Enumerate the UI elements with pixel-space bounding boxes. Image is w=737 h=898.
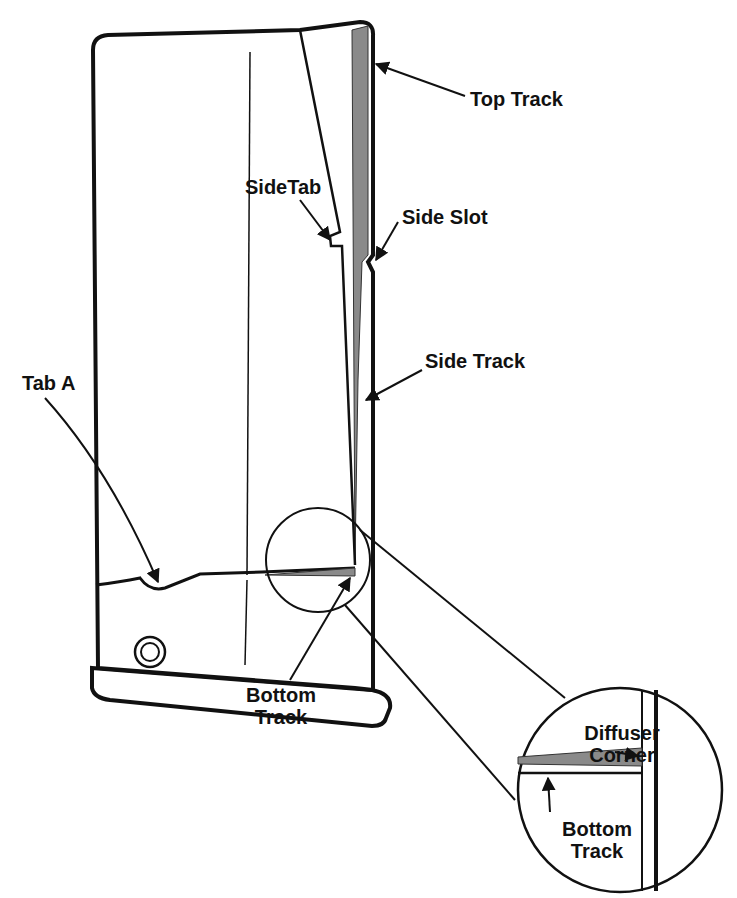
part-label: SideTab <box>245 176 355 198</box>
part-label: Bottom Track <box>236 684 326 728</box>
zoom-line <box>345 605 515 800</box>
part-label: Side Slot <box>402 206 522 228</box>
diffuser-edge <box>300 30 355 565</box>
zoom-circle-large <box>518 688 722 892</box>
diffuser-bottom-edge <box>96 568 355 589</box>
zoom-circle-small <box>266 508 370 612</box>
power-button-inner <box>141 643 159 661</box>
part-label: Side Track <box>425 350 565 372</box>
zoom-detail <box>518 690 656 891</box>
part-label: Diffuser Corner <box>572 722 672 766</box>
zoom-line <box>360 530 565 698</box>
part-label: Top Track <box>470 88 610 110</box>
gray-track-strip <box>352 26 368 560</box>
bottom-track-strip <box>265 568 355 576</box>
part-label: Bottom Track <box>552 818 642 862</box>
leader-arrows <box>45 64 638 812</box>
power-button <box>135 637 165 667</box>
part-label: Tab A <box>22 372 112 394</box>
tower-body <box>93 22 373 690</box>
base-section-edge <box>245 580 247 665</box>
front-crease <box>247 52 250 575</box>
